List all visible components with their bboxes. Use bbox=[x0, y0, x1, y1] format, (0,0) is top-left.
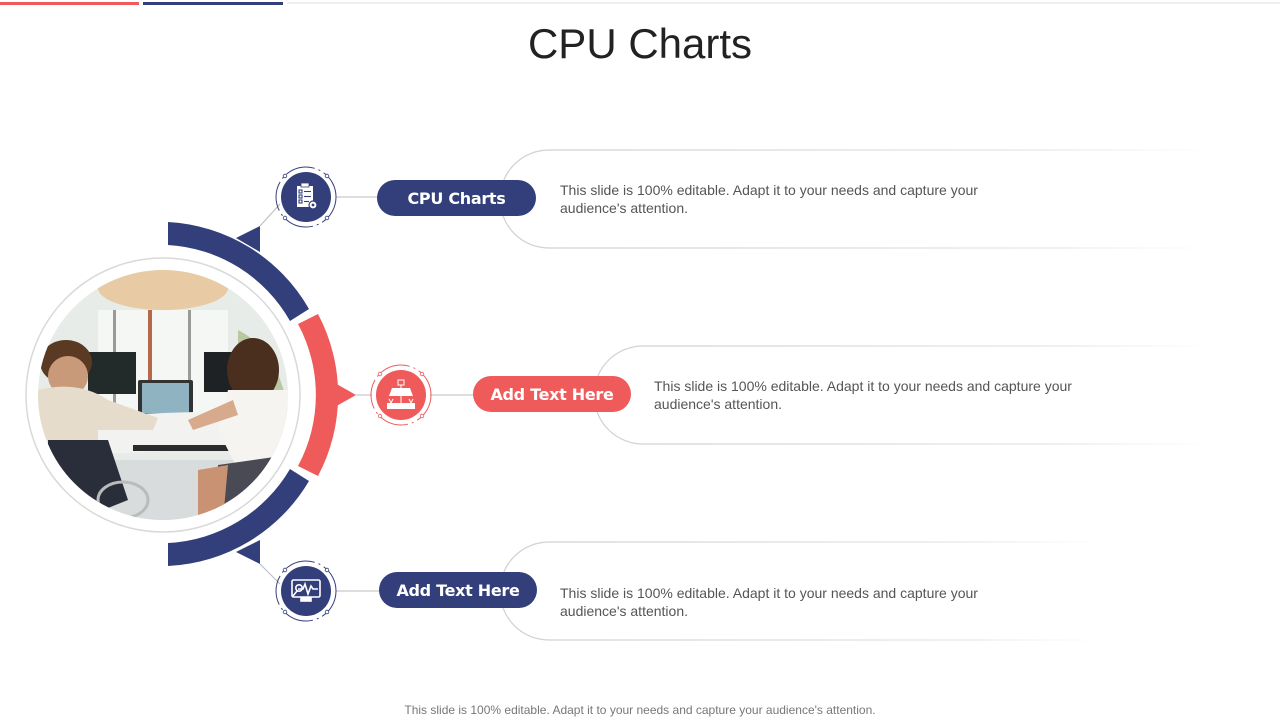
arc-pointer-bottom bbox=[236, 540, 260, 564]
arc-segment-bottom bbox=[168, 469, 309, 566]
item-description-3: This slide is 100% editable. Adapt it to… bbox=[560, 585, 978, 619]
item-description-1: This slide is 100% editable. Adapt it to… bbox=[560, 182, 978, 216]
item-description-2: This slide is 100% editable. Adapt it to… bbox=[654, 378, 1072, 412]
top-accent-bar-navy bbox=[143, 2, 283, 5]
item-label-add-text-3[interactable]: Add Text Here bbox=[379, 572, 537, 608]
arc-segment-middle bbox=[298, 314, 339, 476]
arc-segment-top bbox=[168, 222, 309, 321]
item-label-cpu-charts[interactable]: CPU Charts bbox=[377, 180, 536, 216]
arc-pointer-middle bbox=[326, 378, 356, 412]
solar-panel-plant-icon bbox=[387, 379, 415, 409]
item-label-add-text-2[interactable]: Add Text Here bbox=[473, 376, 631, 412]
top-accent-bar-red bbox=[0, 2, 139, 5]
arc-pointer-top bbox=[236, 226, 260, 252]
footer-note: This slide is 100% editable. Adapt it to… bbox=[404, 703, 876, 717]
clipboard-checklist-gear-icon bbox=[297, 182, 318, 210]
page-title: CPU Charts bbox=[527, 20, 753, 67]
top-accent-bar-gray bbox=[287, 2, 1280, 4]
team-photo bbox=[38, 270, 288, 520]
monitor-pulse-icon bbox=[291, 579, 321, 602]
icon-node-3 bbox=[275, 560, 337, 622]
